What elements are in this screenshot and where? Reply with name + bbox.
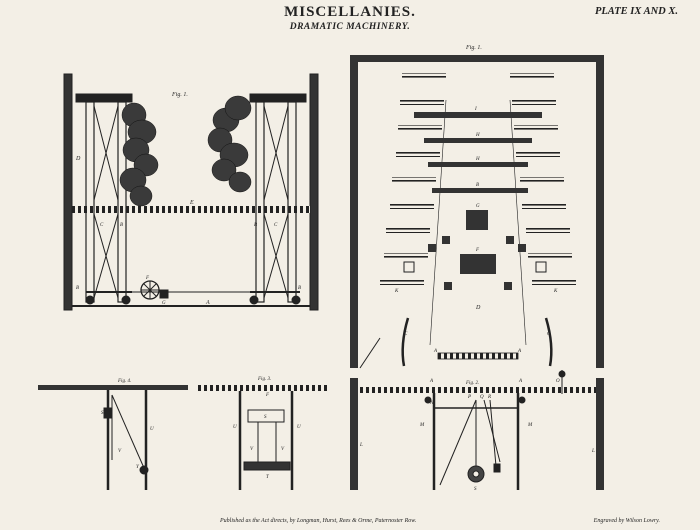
- label-M2: M: [527, 423, 533, 428]
- label-S: S: [101, 411, 104, 416]
- fig4-label: Fig. 4.: [117, 379, 131, 384]
- fig1-stage-plan: [350, 55, 604, 369]
- label-B2: B: [254, 223, 257, 228]
- plate-subtitle: DRAMATIC MACHINERY.: [289, 22, 411, 32]
- label-I: I: [474, 107, 477, 112]
- fig1-right-label: Fig. 1.: [465, 45, 482, 51]
- label-R: R: [487, 395, 491, 400]
- label-U2: U: [233, 425, 237, 430]
- label-L2: L: [591, 449, 595, 454]
- label-K: K: [394, 289, 399, 294]
- scenery-trees: [119, 95, 252, 207]
- label-F: F: [145, 276, 150, 281]
- label-L: L: [359, 443, 363, 448]
- label-G2: G: [476, 204, 480, 209]
- label-S3: S: [474, 487, 477, 492]
- label-P: P: [467, 395, 471, 400]
- label-T: T: [266, 475, 270, 480]
- fig2-label: Fig. 2.: [465, 381, 479, 386]
- label-A4: A: [429, 379, 434, 384]
- label-V2: V: [250, 447, 254, 452]
- fig1-left-label: Fig. 1.: [171, 92, 188, 98]
- fig4-section: [38, 385, 188, 490]
- engraver-credit: Engraved by Wilson Lowry.: [593, 518, 660, 524]
- label-N: N: [429, 401, 434, 406]
- label-H2: H: [475, 157, 480, 162]
- label-B3: B: [76, 286, 79, 291]
- label-U: U: [150, 427, 154, 432]
- label-Y: Y: [136, 465, 140, 470]
- label-C: C: [100, 223, 104, 228]
- plate-title: MISCELLANIES.: [284, 4, 416, 20]
- plate-number: PLATE IX AND X.: [594, 6, 678, 17]
- label-D2: D: [475, 305, 481, 311]
- label-H: H: [475, 133, 480, 138]
- label-V3: V: [281, 447, 285, 452]
- label-D: D: [75, 156, 81, 162]
- fig3-label: Fig. 3.: [257, 377, 271, 382]
- fig3-section: [198, 385, 328, 490]
- publisher-line: Published as the Act directs, by Longman…: [220, 518, 417, 524]
- label-M: M: [419, 423, 425, 428]
- label-A5: A: [518, 379, 523, 384]
- label-K2: K: [553, 289, 558, 294]
- label-V: V: [118, 449, 122, 454]
- label-B5: B: [476, 183, 479, 188]
- label-F3: F: [265, 393, 270, 398]
- label-A3: A: [517, 349, 522, 354]
- label-E: E: [189, 200, 194, 206]
- label-O: O: [556, 379, 560, 384]
- label-G: G: [162, 301, 166, 306]
- label-B4: B: [298, 286, 301, 291]
- label-S2: S: [264, 415, 267, 420]
- label-Q: Q: [480, 395, 484, 400]
- fig2-section: [350, 370, 604, 490]
- label-F2: F: [475, 248, 480, 253]
- label-C2: C: [274, 223, 278, 228]
- label-A2: A: [433, 349, 438, 354]
- label-C4: C: [547, 332, 551, 337]
- fig1-elevation: [63, 73, 319, 311]
- label-A: A: [205, 300, 210, 306]
- label-U3: U: [297, 425, 301, 430]
- label-B: B: [120, 223, 123, 228]
- label-C3: C: [404, 332, 408, 337]
